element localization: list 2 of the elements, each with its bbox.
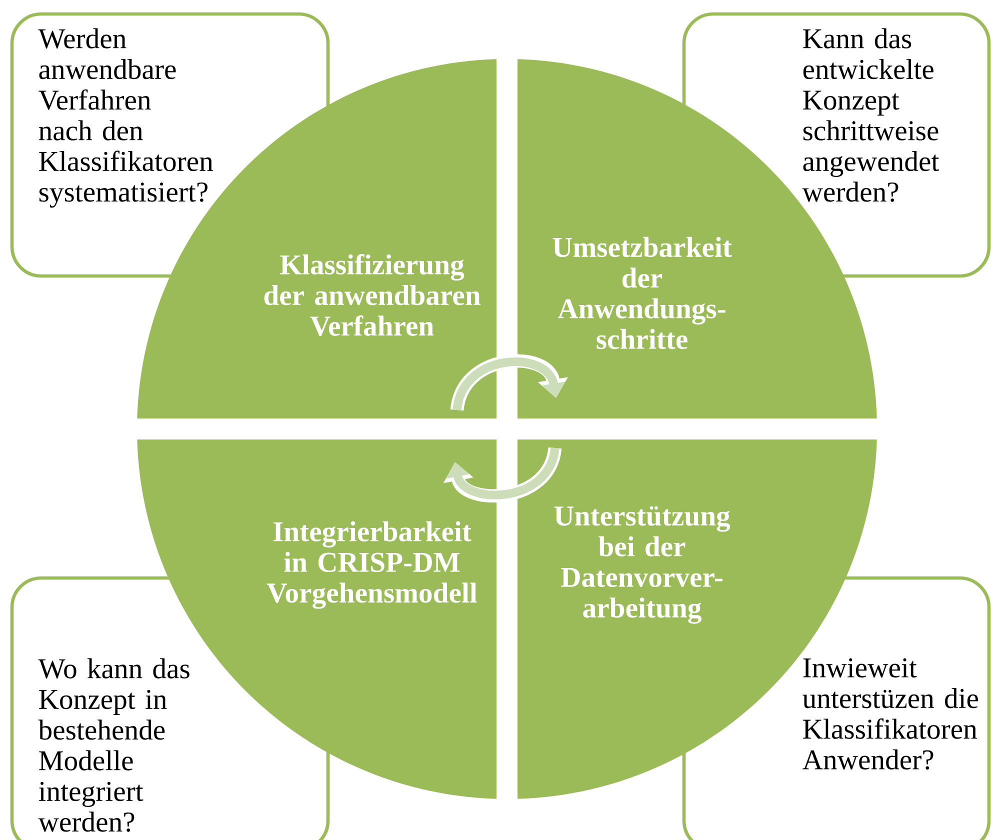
cycle-arrow: [450, 354, 568, 412]
cycle-arrow: [443, 446, 562, 502]
